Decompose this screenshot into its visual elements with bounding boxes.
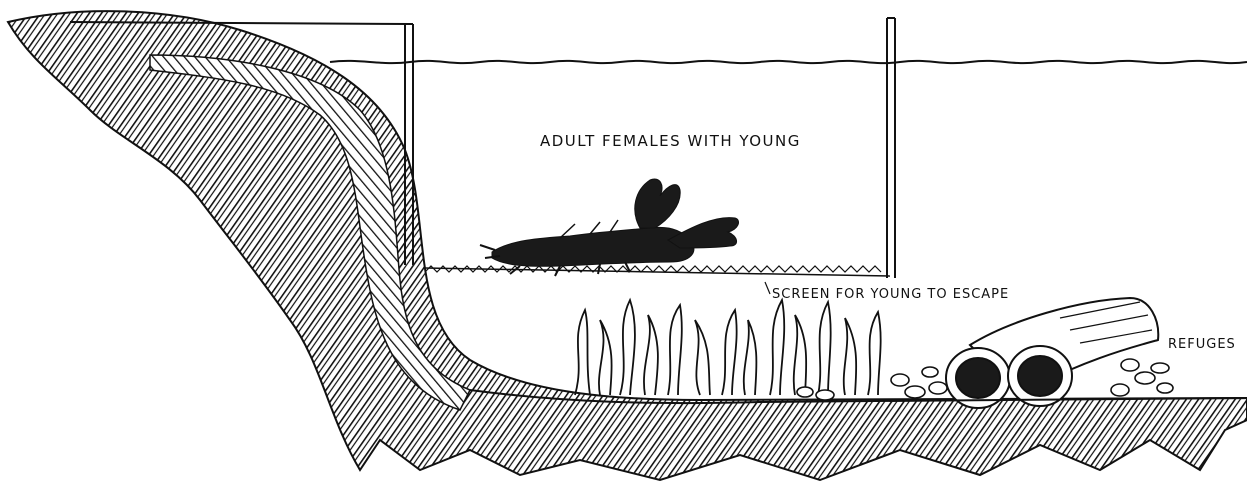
right-post bbox=[887, 18, 895, 278]
label-screen: SCREEN FOR YOUNG TO ESCAPE bbox=[772, 287, 1009, 302]
water-surface bbox=[330, 61, 1247, 63]
label-adult-females: ADULT FEMALES WITH YOUNG bbox=[540, 132, 801, 150]
crayfish-icon bbox=[480, 179, 739, 276]
aquatic-plants bbox=[575, 300, 881, 395]
label-refuges: REFUGES bbox=[1168, 337, 1236, 352]
escape-screen bbox=[425, 266, 890, 276]
screen-pointer bbox=[765, 282, 770, 294]
